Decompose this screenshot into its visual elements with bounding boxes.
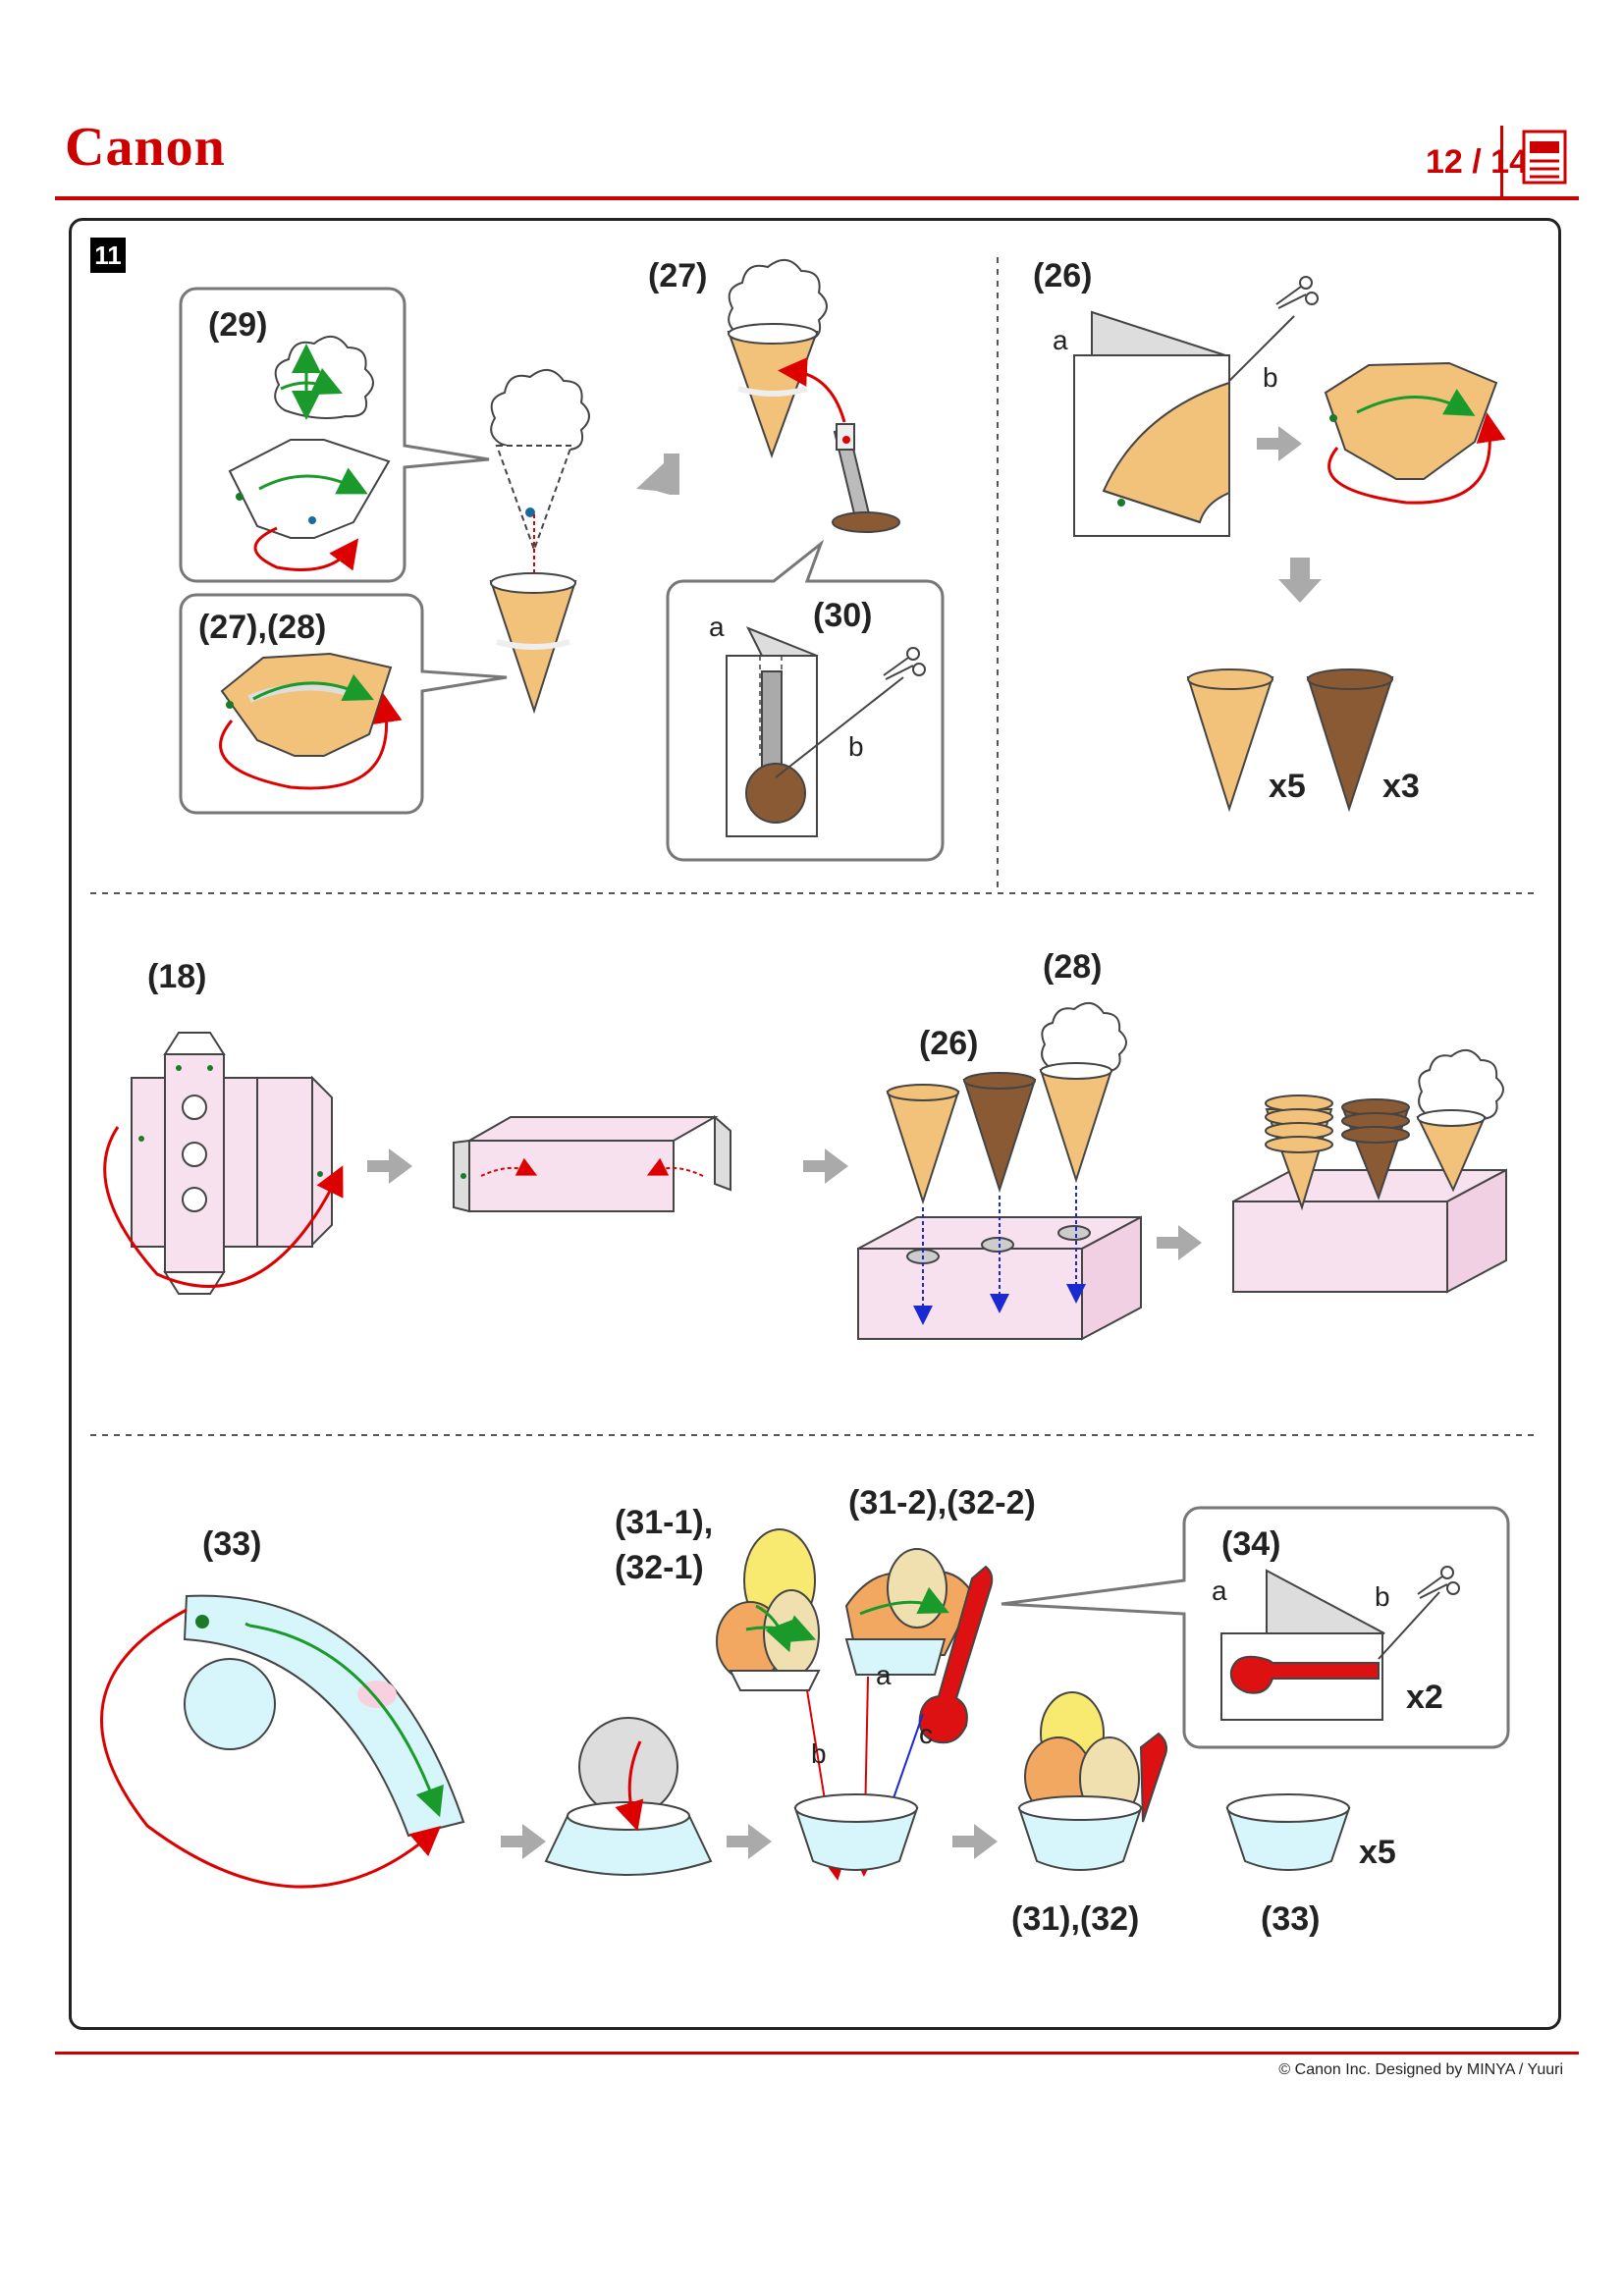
cone-orange-x5: [1186, 676, 1274, 813]
spoon-pattern-34: [1229, 1655, 1380, 1694]
header-divider: [1500, 126, 1503, 198]
cone-pattern-26: [1324, 361, 1498, 480]
cone-choc-mid: [962, 1079, 1037, 1194]
arrow-step: [367, 1148, 412, 1184]
finished-sundae: [1017, 1691, 1167, 1871]
count-x2-spoons: x2: [1406, 1679, 1443, 1716]
label-33-bottom: (33): [1261, 1900, 1320, 1938]
finished-cone-stand: [1232, 1049, 1507, 1294]
letter-b-scoop: b: [811, 1738, 827, 1769]
label-28: (28): [1043, 948, 1102, 986]
label-30: (30): [813, 597, 872, 634]
arrow-step: [803, 1148, 848, 1184]
box-net-18: [131, 1032, 333, 1295]
label-18: (18): [147, 958, 206, 995]
letter-b-30: b: [848, 731, 864, 762]
page-number: 12 / 14: [1426, 143, 1528, 181]
document-icon[interactable]: [1522, 130, 1567, 185]
whipped-cream-assembled: [490, 369, 590, 453]
copyright-text: © Canon Inc. Designed by MINYA / Yuuri: [1278, 2061, 1563, 2078]
label-31-32: (31),(32): [1011, 1900, 1139, 1938]
arrow-step: [501, 1824, 546, 1859]
label-33: (33): [202, 1525, 261, 1563]
canon-logo: Canon: [65, 117, 226, 178]
label-34: (34): [1221, 1525, 1280, 1563]
header-rule: [55, 196, 1579, 200]
cone-pattern-29: [228, 439, 391, 539]
label-29: (29): [208, 306, 267, 344]
count-x3-cones: x3: [1382, 768, 1420, 805]
cone-white-outline: [495, 445, 573, 553]
empty-cup-x5: [1225, 1793, 1351, 1871]
label-31-2-32-2: (31-2),(32-2): [848, 1484, 1036, 1522]
cone-chocolate-x3: [1306, 676, 1394, 813]
cone-stand-block: [857, 1215, 1142, 1341]
letter-c-spoon: c: [919, 1719, 933, 1749]
box-folding: [453, 1114, 731, 1213]
cup-target: [793, 1793, 919, 1871]
scoop-pattern-31-2: [844, 1548, 976, 1676]
spoon-red: [918, 1565, 994, 1744]
label-31-1: (31-1),: [615, 1504, 713, 1541]
cone-orange-mid: [886, 1091, 960, 1205]
cone-white-mid: [1039, 1069, 1113, 1184]
count-x5-cones: x5: [1269, 768, 1306, 805]
label-27: (27): [648, 257, 707, 294]
footer-rule: [55, 2052, 1579, 2055]
letter-a-30: a: [709, 612, 725, 642]
cup-pattern-33: [183, 1594, 465, 1838]
arrow-step: [727, 1824, 772, 1859]
scoop-pattern-31-1: [716, 1528, 821, 1691]
label-32-1: (32-1): [615, 1549, 704, 1586]
label-2728: (27),(28): [198, 609, 326, 646]
letter-a-34: a: [1212, 1575, 1227, 1606]
arrow-step: [636, 454, 679, 495]
letter-b-26: b: [1263, 362, 1278, 393]
instruction-frame: [69, 218, 1561, 2030]
label-26-mid: (26): [919, 1025, 978, 1062]
arrow-step-down: [1278, 558, 1322, 603]
scissors-icon: [1275, 276, 1319, 309]
arrow-step: [1157, 1225, 1202, 1260]
letter-b-34: b: [1375, 1581, 1390, 1612]
scissors-icon: [1417, 1566, 1460, 1599]
cup-with-dome: [544, 1717, 713, 1876]
scissors-icon: [883, 647, 926, 680]
letter-a-scoop: a: [876, 1660, 892, 1690]
arrow-step: [952, 1824, 998, 1859]
label-26-top: (26): [1033, 257, 1092, 294]
step-number-badge: 11: [90, 238, 126, 273]
arrow-step: [1257, 426, 1302, 461]
letter-a-26: a: [1053, 325, 1068, 355]
count-x5-cups: x5: [1359, 1834, 1396, 1871]
